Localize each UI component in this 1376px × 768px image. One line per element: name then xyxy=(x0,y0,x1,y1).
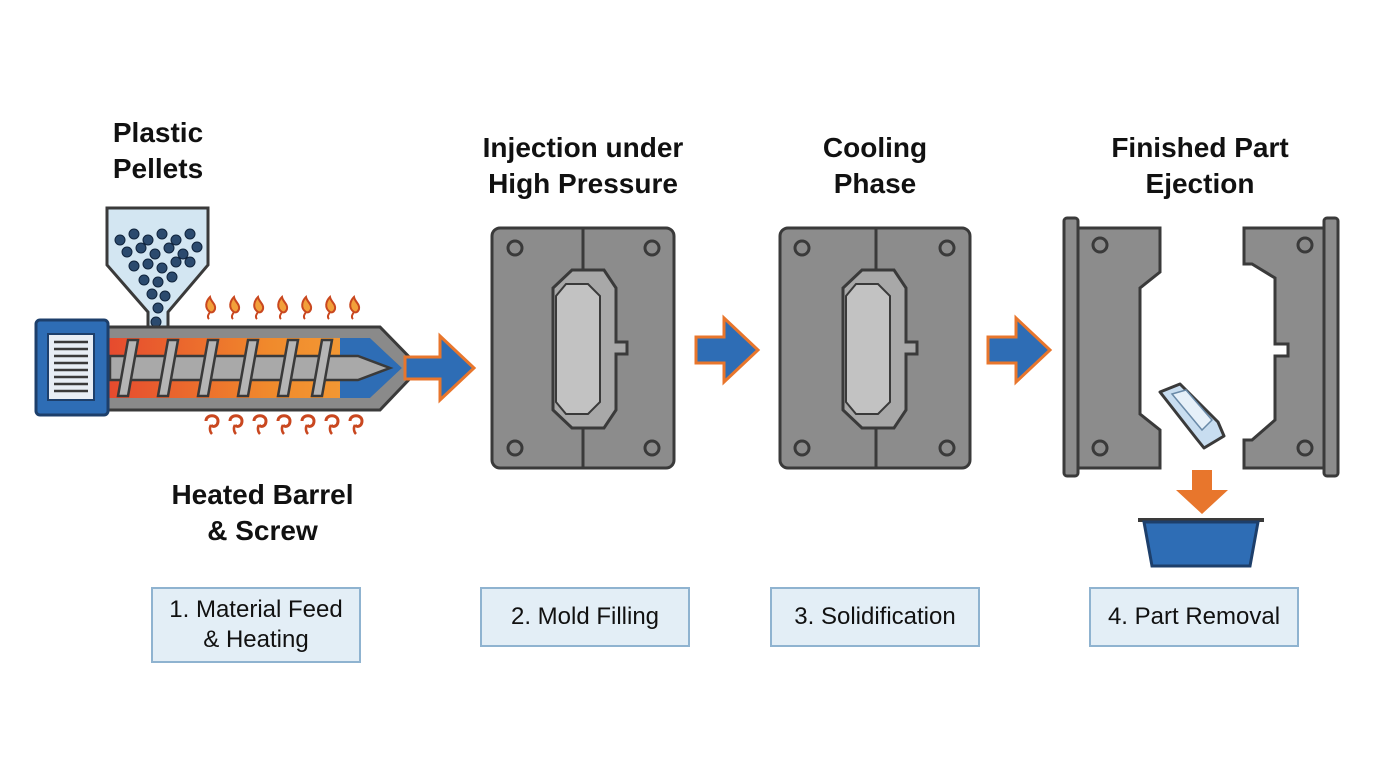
injection-label: Injection under High Pressure xyxy=(482,132,684,199)
heated-barrel xyxy=(98,325,423,412)
drive-motor xyxy=(34,318,110,417)
screw-flights xyxy=(116,338,334,398)
step-box-solidification: 3. Solidification xyxy=(770,587,980,647)
step-box-part-removal: 4. Part Removal xyxy=(1089,587,1299,647)
barrel-label: Heated Barrel & Screw xyxy=(171,479,354,546)
step-box-material-feed: 1. Material Feed & Heating xyxy=(151,587,361,663)
mold-injection xyxy=(490,226,676,470)
mold-cooling xyxy=(778,226,972,470)
ejection-label: Finished Part Ejection xyxy=(1111,132,1289,199)
finished-part xyxy=(1158,382,1226,450)
cooling-label: Cooling Phase xyxy=(822,132,928,199)
collection-bin-icon xyxy=(1138,518,1264,568)
flow-arrow-icon xyxy=(403,332,477,404)
mold-open-right-half xyxy=(1242,216,1340,478)
flow-arrow-icon xyxy=(694,314,761,386)
pellets-label: Plastic Pellets xyxy=(112,117,204,184)
heater-flames-bottom xyxy=(204,414,364,436)
flow-arrow-icon xyxy=(986,314,1053,386)
heater-flames-top xyxy=(205,296,361,320)
drop-arrow-icon xyxy=(1176,470,1228,514)
mold-open-left-half xyxy=(1062,216,1162,478)
step-box-mold-filling: 2. Mold Filling xyxy=(480,587,690,647)
